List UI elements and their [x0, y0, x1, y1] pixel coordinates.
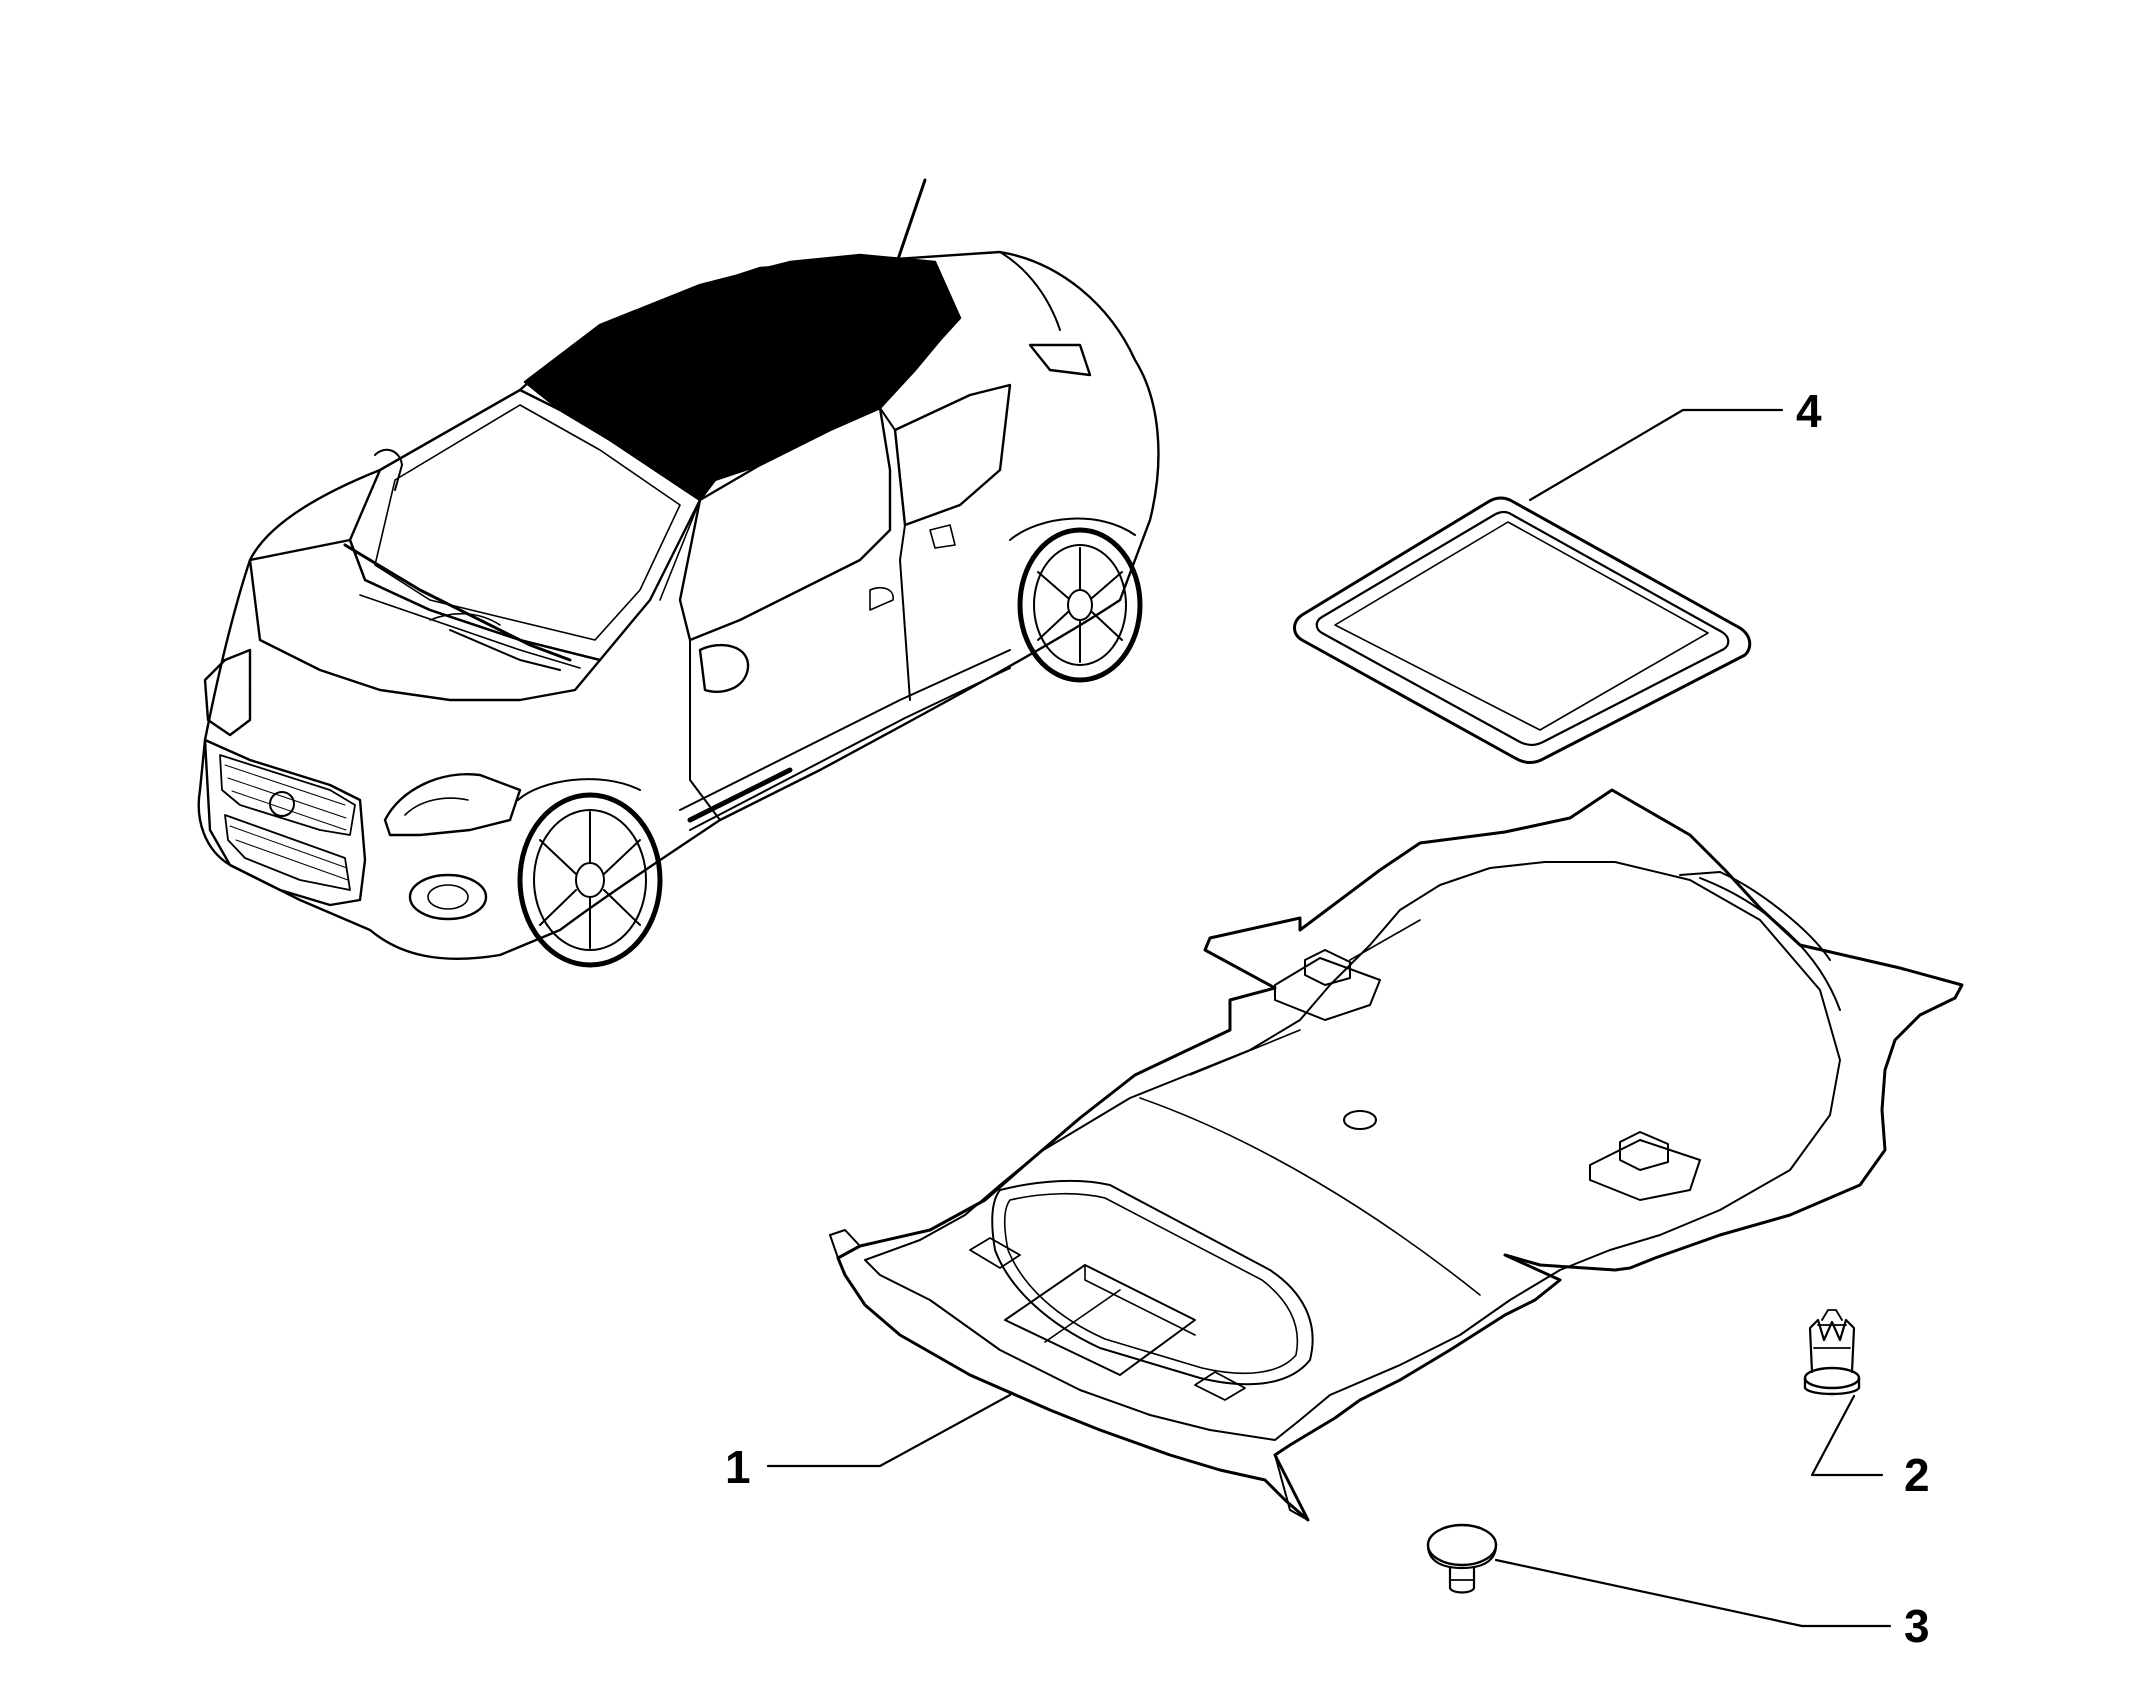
dome-light-hole — [1343, 1110, 1377, 1130]
fog-lamp — [408, 873, 488, 921]
leader-lines — [766, 408, 1892, 1628]
front-grille — [219, 754, 356, 836]
rear-wheel — [1009, 517, 1143, 683]
mounting-pad — [1274, 949, 1381, 1021]
part-4-seal-frame — [1293, 496, 1752, 764]
leader-line-3 — [1494, 1558, 1892, 1628]
left-headlight — [203, 648, 252, 737]
lower-grille — [224, 814, 351, 891]
part-2-push-clip — [1803, 1309, 1861, 1396]
right-headlight — [383, 773, 522, 837]
door-outline — [689, 559, 911, 821]
callout-number-2: 2 — [1904, 1449, 1930, 1501]
rear-light — [1028, 343, 1092, 377]
car-illustration — [197, 178, 1160, 968]
leader-line-1 — [766, 1393, 1012, 1468]
callout-number-1: 1 — [725, 1441, 751, 1493]
roof-dark-panel — [523, 253, 962, 502]
front-wheel — [517, 778, 663, 968]
part-3-rivet — [1426, 1523, 1498, 1594]
front-bumper — [203, 738, 367, 907]
callout-number-3: 3 — [1904, 1600, 1930, 1652]
wiper-cowl — [343, 543, 572, 662]
part-1-headliner — [829, 788, 1964, 1522]
side-stripe — [679, 649, 1011, 831]
mounting-pad — [1589, 1131, 1701, 1201]
door-window — [678, 406, 892, 642]
callout-number-4: 4 — [1796, 385, 1822, 437]
leader-line-2 — [1810, 1394, 1884, 1477]
badge — [269, 791, 295, 817]
leader-line-4 — [1528, 408, 1784, 502]
hood — [248, 538, 602, 702]
antenna — [893, 178, 927, 270]
rear-quarter-window — [893, 383, 1012, 527]
side-mirror — [698, 643, 750, 693]
